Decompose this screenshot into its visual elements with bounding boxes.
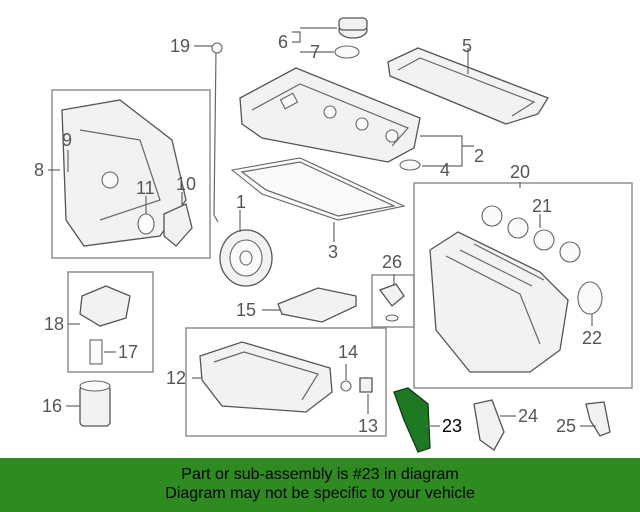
oil-strainer-part <box>89 339 103 365</box>
callout-12: 12 <box>166 368 186 388</box>
oil-seal-part <box>137 213 155 235</box>
callout-23: 23 <box>442 416 462 436</box>
callout-6: 6 <box>278 32 288 52</box>
callout-25: 25 <box>556 416 576 436</box>
intake-gasket-part <box>481 205 581 263</box>
sensor-oring <box>385 314 399 322</box>
leader-2-4 <box>420 135 474 167</box>
callout-8: 8 <box>34 160 44 180</box>
callout-14: 14 <box>338 342 358 362</box>
oil-pump-part <box>79 285 131 327</box>
sensor-group-box <box>371 274 415 328</box>
leader-6-7 <box>292 27 337 53</box>
oil-filler-cap-part <box>334 17 368 59</box>
banner-line-part-number: Part or sub-assembly is #23 in diagram <box>181 466 459 483</box>
callout-7: 7 <box>310 42 320 62</box>
oil-pan-detail <box>213 351 319 401</box>
valve-cover-part <box>239 67 421 163</box>
valve-cover-gasket-part <box>230 157 406 221</box>
callout-13: 13 <box>358 416 378 436</box>
callout-2: 2 <box>474 146 484 166</box>
drain-washer-part <box>340 380 352 392</box>
baffle-plate-part <box>277 287 357 323</box>
washer-part <box>399 159 421 171</box>
callout-22: 22 <box>582 328 602 348</box>
callout-18: 18 <box>44 314 64 334</box>
callout-17: 17 <box>118 342 138 362</box>
crankshaft-pulley-part <box>219 229 273 287</box>
callout-21: 21 <box>532 196 552 216</box>
oil-filter-part <box>79 380 111 427</box>
callout-16: 16 <box>42 396 62 416</box>
gasket-inner-line <box>240 161 396 217</box>
callout-19: 19 <box>170 36 190 56</box>
callout-24: 24 <box>518 406 538 426</box>
sensor-part <box>378 283 405 307</box>
oil-pan-group-box <box>185 327 387 437</box>
throttle-gasket-part <box>577 281 603 315</box>
callout-15: 15 <box>236 300 256 320</box>
callout-26: 26 <box>382 252 402 272</box>
banner-line-disclaimer: Diagram may not be specific to your vehi… <box>165 485 475 502</box>
timing-cover-group-box <box>51 89 211 259</box>
dipstick-part <box>211 42 223 223</box>
oil-pan-part <box>199 341 333 413</box>
engine-cover-part <box>387 47 549 125</box>
intake-manifold-part <box>429 231 569 373</box>
timing-cover-detail <box>79 129 161 221</box>
exploded-parts-diagram: 19 6 7 5 2 4 8 9 11 10 1 3 26 15 18 17 1… <box>34 17 633 453</box>
callout-1: 1 <box>236 192 246 212</box>
stay-bracket-part <box>585 401 611 437</box>
callout-9: 9 <box>62 130 72 150</box>
callout-10: 10 <box>176 174 196 194</box>
callout-11: 11 <box>136 178 155 198</box>
callout-4: 4 <box>440 160 450 180</box>
callout-20: 20 <box>510 162 530 182</box>
oil-pump-group-box <box>67 271 154 373</box>
timing-cover-boss <box>101 171 119 189</box>
part-notice-banner: Part or sub-assembly is #23 in diagram D… <box>0 458 640 512</box>
callout-3: 3 <box>328 242 338 262</box>
manifold-bracket-part <box>473 399 505 451</box>
drain-bolt-part <box>359 377 373 393</box>
callout-5: 5 <box>462 36 472 56</box>
highlighted-part-23 <box>393 387 431 453</box>
